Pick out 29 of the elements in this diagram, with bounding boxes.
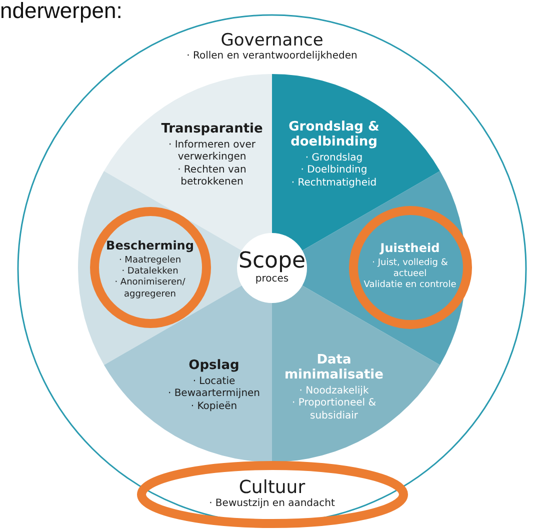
ellipse-title: Cultuur (238, 478, 306, 498)
bullet-item: · Noodzakelijk (298, 385, 370, 398)
ring-title: Governance (220, 31, 324, 50)
bullet-item: · Rechten van betrokkenen (176, 164, 248, 190)
bullet-item: · Rollen en verantwoordelijkheden (186, 50, 358, 63)
segment-title: Bescherming (105, 240, 195, 254)
heading-fragment: nderwerpen: (0, 0, 122, 24)
bullet-item: Validatie en controle (362, 280, 458, 292)
bullet-item: · Juist, volledig & actueel (371, 258, 449, 280)
highlight-ellipse (136, 460, 408, 528)
bullet-item: · Doelbinding (300, 164, 368, 178)
bullet-item: · Proportioneel & subsidiair (290, 398, 377, 423)
bullet-item: · Maatregelen (118, 255, 182, 266)
segment-title: Grondslag & doelbinding (288, 120, 380, 150)
segment-title: Transparantie (160, 122, 264, 138)
bullet-item: · Bewaartermijnen (166, 388, 262, 401)
segment-title: Opslag (188, 358, 240, 374)
bullet-item: · Bewustzijn en aandacht (208, 498, 336, 510)
bullet-item: · Anonimiseren/ aggregeren (114, 278, 186, 300)
bullet-item: · Locatie (192, 376, 236, 388)
bullet-item: · Grondslag (304, 152, 364, 164)
center-title: Scope (237, 250, 307, 274)
bullet-item: · Informeren over verwerkingen (168, 139, 256, 164)
segment-title: Juistheid (378, 242, 441, 256)
center-subtitle: proces (254, 274, 290, 286)
segment-title: Data minimalisatie (284, 353, 384, 384)
bullet-item: · Kopieën (190, 400, 238, 414)
bullet-item: · Datalekken (120, 266, 180, 278)
bullet-item: · Rechtmatigheid (290, 177, 378, 190)
